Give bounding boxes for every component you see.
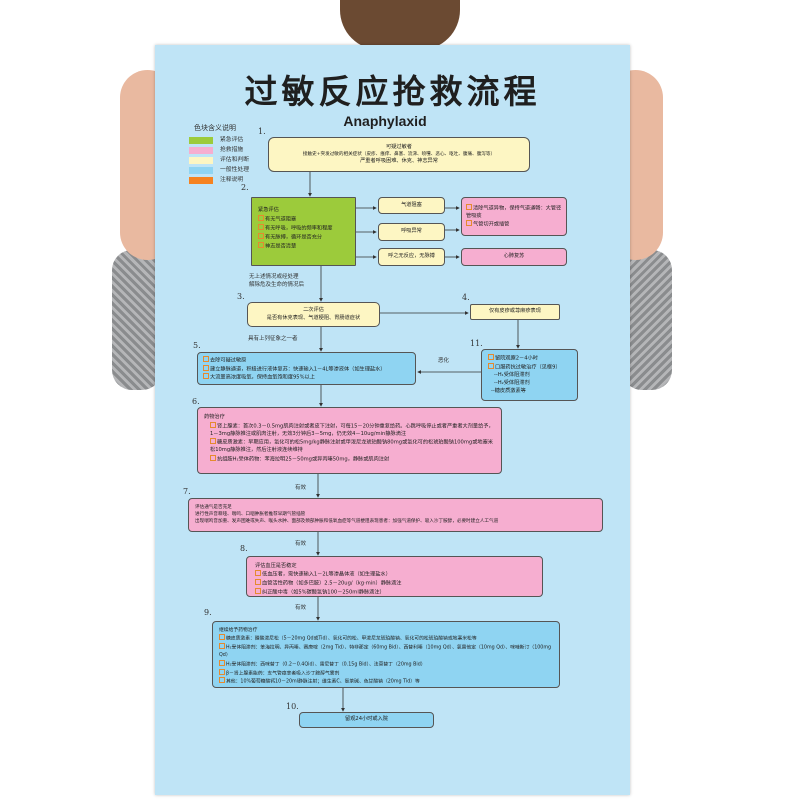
legend-label: 一般性处理 [220, 167, 249, 173]
step1-line: 接触史+突发过敏的相关症状（皮疹、瘙痒、鼻塞、流涕、喷嚏、恶心、呕吐、腹痛、腹泻… [302, 151, 496, 157]
step9-item: 其他：10%葡萄糖酸钙10－20ml静脉注射；维生素C、氨茶碱、色甘酸钠（20m… [219, 677, 553, 686]
airway-action-item: 气管切开或插管 [466, 220, 562, 229]
legend-label: 紧急评估 [220, 137, 244, 143]
step8-item: 纠正酸中毒（如5%碳酸氢钠100－250ml静脉滴注） [255, 588, 534, 596]
step6-title: 药物治疗 [204, 414, 225, 420]
step11-item: 口服药抗过敏治疗（见框9） [488, 363, 571, 372]
legend-label: 抢救措施 [220, 147, 244, 153]
step9-item: β－肾上腺素能药：支气管痉挛者吸入沙丁胺醇气雾剂 [219, 669, 553, 678]
step7-line: 进行性声音嘶哑、喘鸣、口咽肿胀者推荐早期气管插管 [195, 512, 306, 517]
legend-swatch [189, 167, 213, 174]
step9-item: H₂受体阻滞剂：西咪替丁（0.2－0.4Qid）、雷尼替丁（0.15g Bid）… [219, 660, 553, 669]
legend-swatch [189, 157, 213, 164]
step-number: 11. [470, 339, 483, 348]
airway-action-box: 清除气道异物，保持气道通畅：大管径管吸痰 气管切开或插管 [461, 197, 567, 236]
legend-swatch [189, 137, 213, 144]
cpr-box: 心肺复苏 [461, 248, 567, 266]
airway-action-item: 清除气道异物，保持气道通畅：大管径管吸痰 [466, 205, 562, 219]
step9-title: 继续给予药物治疗 [219, 628, 258, 633]
note-line: 解除危及生命的情况后 [249, 282, 305, 288]
right-sleeve [622, 250, 672, 390]
step4-box: 仅有皮疹或荨麻疹表现 [470, 304, 560, 320]
effective-label: 有效 [295, 605, 307, 611]
poster-title: 过敏反应抢救流程 [244, 72, 541, 111]
step8-box: 评估血压是否稳定 低血压者，需快速输入1－2L等渗晶体液（如生理盐水） 血管活性… [246, 556, 543, 597]
step11-box: 留院观察2－4小时 口服药抗过敏治疗（见框9） --H₁受体阻滞剂 --H₂受体… [481, 349, 578, 401]
step-number: 3. [237, 292, 245, 301]
step-number: 1. [258, 127, 266, 136]
person-hair [340, 0, 460, 50]
step5-item: 大流量高浓度吸氧，保持血氧饱和度95%以上 [203, 373, 410, 382]
step2-item: 有无呼吸，呼吸的频率和程度 [258, 224, 349, 233]
step1-box: 可疑过敏者 接触史+突发过敏的相关症状（皮疹、瘙痒、鼻塞、流涕、喷嚏、恶心、呕吐… [268, 137, 530, 172]
effective-label: 有效 [295, 541, 307, 547]
step7-line: 评估通气是否充足 [195, 505, 232, 510]
step2-item: 神志是否清楚 [258, 242, 349, 251]
step11-item: 留院观察2－4小时 [488, 354, 571, 363]
after-step2-note: 无上述情况或经处理解除危及生命的情况后 [249, 273, 304, 289]
step6-item: 糖皮质激素：早期应用，氢化可的松5mg/kg静脉注射或甲泼尼龙琥珀酸钠80mg或… [204, 438, 495, 455]
step3-line: 是否有休克表现、气道梗阻、胃肠道症状 [266, 314, 361, 321]
effective-label: 有效 [295, 485, 307, 491]
step8-item: 低血压者，需快速输入1－2L等渗晶体液（如生理盐水） [255, 570, 534, 579]
step5-box: 去除可疑过敏原 建立静脉通道，积极进行液体复苏：快速输入1－4L等渗液体（如生理… [197, 352, 416, 385]
step9-item: H₁受体阻滞剂：苯海拉明、异丙嗪、赛庚啶（2mg Tid）、特非那定（60mg … [219, 643, 553, 659]
worsen-label: 恶化 [438, 358, 450, 364]
legend-swatch [189, 177, 213, 184]
step5-item: 建立静脉通道，积极进行液体复苏：快速输入1－4L等渗液体（如生理盐水） [203, 365, 410, 374]
step-number: 10. [286, 702, 299, 711]
step6-item: 抗组胺H₁受体药物：苯海拉明25－50mg或异丙嗪50mg，静脉或肌肉注射 [204, 455, 495, 464]
step11-subitem: --糖皮质激素等 [491, 387, 526, 394]
step9-item: 糖皮质激素：醋酸泼尼松（5－20mg Qd或Tid）、氢化可的松、甲泼尼龙琥珀酸… [219, 634, 553, 643]
step9-box: 继续给予药物治疗 糖皮质激素：醋酸泼尼松（5－20mg Qd或Tid）、氢化可的… [212, 621, 560, 688]
step7-box: 评估通气是否充足 进行性声音嘶哑、喘鸣、口咽肿胀者推荐早期气管插管 出现喘鸣音加… [188, 498, 603, 532]
step5-item: 去除可疑过敏原 [203, 356, 410, 365]
step6-box: 药物治疗 肾上腺素：首次0.3－0.5mg肌肉注射或者皮下注射，可每15－20分… [197, 407, 502, 474]
step10-box: 留观24小时或入院 [299, 712, 434, 728]
step-number: 5. [193, 341, 201, 350]
legend-label: 评估和判断 [220, 157, 249, 163]
step2-item: 有无脉搏，循环是否充分 [258, 233, 349, 242]
step6-item: 肾上腺素：首次0.3－0.5mg肌肉注射或者皮下注射，可每15－20分钟重复给药… [204, 422, 495, 439]
note-line: 无上述情况或经处理 [249, 274, 299, 280]
no-pulse-box: 呼之无反应，无脉搏 [378, 248, 445, 266]
airway-obstruction-box: 气道阻塞 [378, 197, 445, 214]
step-number: 8. [240, 544, 248, 553]
step-number: 2. [241, 183, 249, 192]
step-number: 4. [462, 293, 470, 302]
left-sleeve [112, 250, 162, 390]
step3-box: 二次评估是否有休克表现、气道梗阻、胃肠道症状 [247, 302, 380, 327]
step-number: 9. [204, 608, 212, 617]
step11-subitem: --H₂受体阻滞剂 [494, 380, 530, 387]
step7-line: 出现喘鸣音加重、发声困难或失声、喉头水肿、面部及颈部肿胀和低氧血症等气道梗阻表现… [195, 519, 499, 524]
after-step3-note: 具有上列征象之一者 [248, 336, 298, 342]
poster-subtitle: Anaphylaxid [343, 113, 427, 129]
breathing-abnormal-box: 呼吸异常 [378, 223, 445, 241]
legend-label: 注释说明 [220, 177, 244, 183]
step8-item: 血管活性药物（如多巴胺）2.5－20ug/（kg·min）静脉滴注 [255, 579, 534, 588]
legend-title: 色块含义说明 [194, 124, 236, 132]
step8-title: 评估血压是否稳定 [255, 563, 297, 569]
step11-subitem: --H₁受体阻滞剂 [494, 372, 530, 379]
legend-swatch [189, 147, 213, 154]
step1-line: 可疑过敏者 [386, 143, 412, 150]
step1-line: 严重者呼吸困难、休克、神志异常 [360, 158, 438, 165]
step-number: 7. [183, 487, 191, 496]
step-number: 6. [192, 397, 200, 406]
step2-emergency-box: 紧急评估 有无气道阻塞 有无呼吸，呼吸的频率和程度 有无脉搏，循环是否充分 神志… [251, 197, 356, 266]
step2-title: 紧急评估 [258, 207, 279, 213]
step2-item: 有无气道阻塞 [258, 215, 349, 224]
step3-line: 二次评估 [303, 307, 324, 314]
